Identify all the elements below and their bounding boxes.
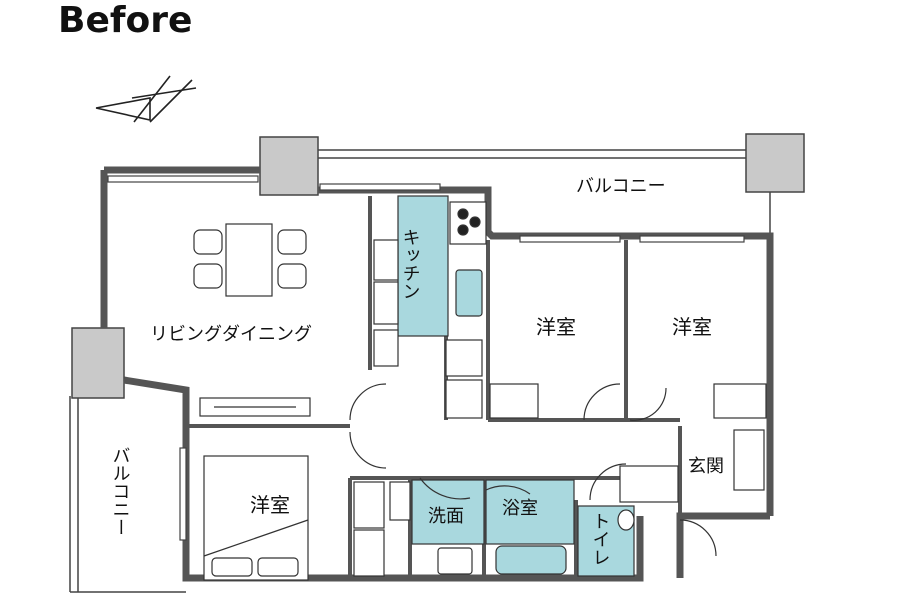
room-label-western-1: 洋室 <box>536 315 576 339</box>
structural-columns <box>71 133 805 399</box>
room-label-living-dining: リビングダイニング <box>150 324 312 345</box>
washroom-area <box>411 479 485 545</box>
balcony-left <box>69 396 186 593</box>
plan-title: Before <box>58 0 192 41</box>
doors <box>349 383 717 557</box>
toilet-icon <box>617 509 635 531</box>
room-labels: リビングダイニング キッチン 洋室 洋室 洋室 洗面 浴室 トイレ 玄関 バルコ… <box>110 176 725 566</box>
room-label-western-3: 洋室 <box>250 493 290 517</box>
bathroom-area <box>485 479 575 545</box>
washroom-fixtures <box>389 481 473 575</box>
stove-burner-icon <box>457 208 469 220</box>
bathtub-icon <box>495 545 567 575</box>
balcony-label-top: バルコニー <box>576 176 666 197</box>
room-label-entrance: 玄関 <box>688 456 724 477</box>
tv-board <box>199 397 311 417</box>
room-label-washroom: 洗面 <box>428 506 464 527</box>
room-label-toilet: トイレ <box>590 512 611 566</box>
windows <box>107 175 745 541</box>
bed <box>203 455 309 581</box>
sink-icon <box>455 269 483 317</box>
kitchen-fixtures <box>449 201 487 317</box>
outer-walls <box>100 166 774 582</box>
room-label-kitchen: キッチン <box>400 228 421 300</box>
kitchen-area <box>397 195 449 337</box>
dining-table <box>193 223 307 297</box>
washbasin-icon <box>437 547 473 575</box>
balcony-label-left: バルコニー <box>110 446 131 536</box>
wet-areas <box>397 195 635 577</box>
room-label-western-2: 洋室 <box>672 315 712 339</box>
closets <box>353 383 767 577</box>
kitchen-shelves <box>373 239 483 419</box>
room-label-bathroom: 浴室 <box>502 498 538 519</box>
chair-icon <box>193 229 223 255</box>
north-arrow-icon <box>95 75 197 123</box>
balcony-top <box>318 149 771 236</box>
